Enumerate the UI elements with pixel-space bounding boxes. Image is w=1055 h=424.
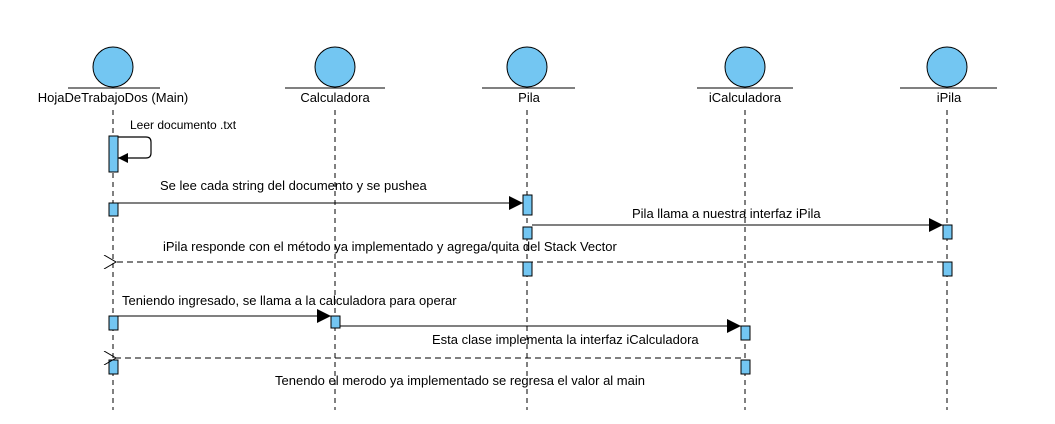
activation-bar <box>740 325 751 341</box>
activation-bars <box>108 135 953 375</box>
message-main-to-calculadora: Teniendo ingresado, se llama a la calcul… <box>118 293 457 323</box>
lifeline-name: iPila <box>937 90 962 105</box>
lifeline-name: HojaDeTrabajoDos (Main) <box>38 90 189 105</box>
activation-bar <box>740 359 751 375</box>
activation-bar <box>522 194 533 216</box>
activation-bar <box>108 315 119 331</box>
lifeline-name: iCalculadora <box>709 90 782 105</box>
message-pila-to-ipila: Pila llama a nuestra interfaz iPila <box>532 206 943 232</box>
actor-icon <box>926 46 968 88</box>
lifeline-pila: Pila <box>482 46 575 410</box>
activation-bar <box>108 135 119 173</box>
activation-bar <box>108 202 119 217</box>
lifeline-name: Calculadora <box>300 90 370 105</box>
lifeline-ipila: iPila <box>900 46 997 410</box>
lifeline-icalculadora: iCalculadora <box>697 46 793 410</box>
message-label: Leer documento .txt <box>130 118 237 132</box>
lifeline-main: HojaDeTrabajoDos (Main) <box>38 46 189 410</box>
message-self-call: Leer documento .txt <box>118 118 237 163</box>
activation-bar <box>522 226 533 240</box>
message-label: Teniendo ingresado, se llama a la calcul… <box>122 293 457 308</box>
actor-icon <box>92 46 134 88</box>
lifeline-name: Pila <box>518 90 540 105</box>
message-label: Pila llama a nuestra interfaz iPila <box>632 206 821 221</box>
message-label: iPila responde con el método ya implemen… <box>163 239 617 254</box>
message-label: Tenendo el merodo ya implementado se reg… <box>275 373 645 388</box>
activation-bar <box>108 359 119 375</box>
message-ipila-to-main-return: iPila responde con el método ya implemen… <box>116 239 943 262</box>
actor-icon <box>314 46 356 88</box>
lifeline-calculadora: Calculadora <box>285 46 385 410</box>
activation-bar <box>330 315 341 329</box>
message-label: Esta clase implementa la interfaz iCalcu… <box>432 332 699 347</box>
message-label: Se lee cada string del documento y se pu… <box>160 178 427 193</box>
activation-bar <box>942 261 953 277</box>
actor-icon <box>724 46 766 88</box>
self-call-arrow <box>118 136 152 163</box>
message-calculadora-to-icalculadora: Esta clase implementa la interfaz iCalcu… <box>340 319 741 347</box>
actor-icon <box>506 46 548 88</box>
message-main-to-pila: Se lee cada string del documento y se pu… <box>118 178 523 210</box>
message-icalculadora-to-main-return: Tenendo el merodo ya implementado se reg… <box>116 358 741 388</box>
activation-bar <box>522 261 533 277</box>
activation-bar <box>942 224 953 240</box>
